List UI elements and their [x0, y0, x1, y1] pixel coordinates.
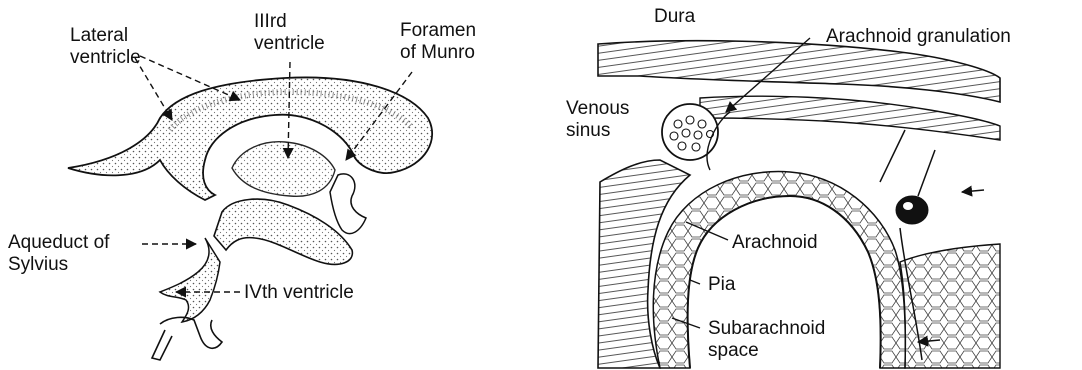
label-third-ventricle: IIIrd ventricle	[254, 11, 325, 55]
ventricular-system-drawing	[68, 56, 432, 360]
label-lateral-ventricle: Lateral ventricle	[70, 25, 141, 69]
label-dura: Dura	[654, 6, 695, 28]
dura-layer	[598, 41, 1000, 102]
label-subarachnoid-space: Subarachnoid space	[708, 318, 825, 362]
temporal-horn-shape	[214, 199, 352, 264]
label-foramen-of-munro: Foramen of Munro	[400, 20, 476, 64]
third-ventricle-shape	[232, 142, 335, 197]
aqueduct-and-fourth-ventricle	[160, 238, 220, 322]
label-aqueduct-of-sylvius: Aqueduct of Sylvius	[8, 232, 109, 276]
label-pia: Pia	[708, 274, 735, 296]
label-venous-sinus: Venous sinus	[566, 98, 629, 142]
label-arachnoid: Arachnoid	[732, 232, 818, 254]
label-arachnoid-granulation: Arachnoid granulation	[826, 26, 1011, 48]
blood-vessel	[896, 196, 928, 224]
label-fourth-ventricle: IVth ventricle	[244, 282, 354, 304]
